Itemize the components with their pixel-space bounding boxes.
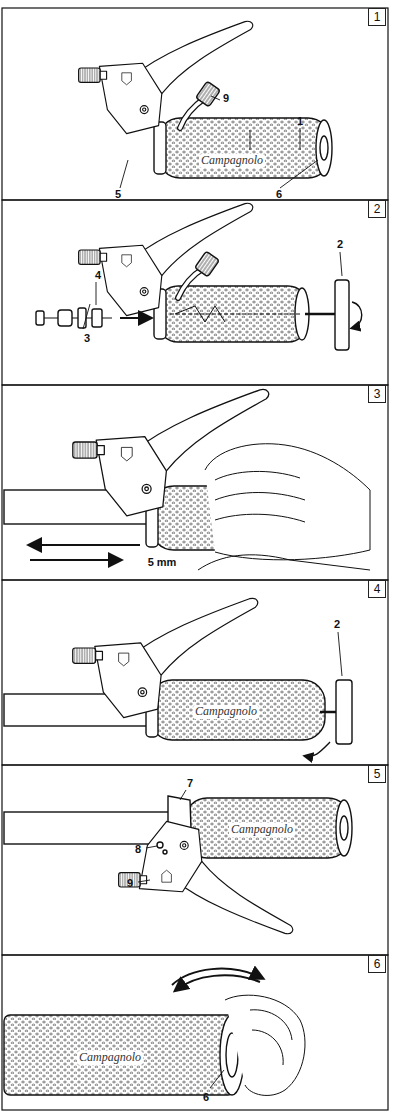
callout-number: 2 xyxy=(334,618,340,630)
step-number: 3 xyxy=(374,388,381,400)
step-number: 6 xyxy=(374,958,381,970)
callout-number: 7 xyxy=(187,777,193,789)
step-number: 2 xyxy=(374,203,381,215)
callout-number: 3 xyxy=(84,332,90,344)
callout-number: 4 xyxy=(95,269,101,281)
brand-text: Campagnolo xyxy=(229,823,295,836)
step-number-box: 5 xyxy=(368,765,386,783)
step-number-box: 6 xyxy=(368,955,386,973)
brand-text: Campagnolo xyxy=(199,154,265,167)
brand-text: Campagnolo xyxy=(77,1051,143,1064)
callout-number: 5 mm xyxy=(148,556,177,568)
callout-number: 8 xyxy=(135,843,141,855)
brand-text: Campagnolo xyxy=(193,705,259,718)
callout-number: 2 xyxy=(337,238,343,250)
step-number: 1 xyxy=(374,11,381,23)
callout-number: 5 xyxy=(115,188,121,200)
step-number-box: 1 xyxy=(368,8,386,26)
step-number: 4 xyxy=(374,583,381,595)
callout-number: 6 xyxy=(276,188,282,200)
callout-number: 6 xyxy=(203,1091,209,1103)
step-number-box: 3 xyxy=(368,385,386,403)
step-number-box: 4 xyxy=(368,580,386,598)
step-number: 5 xyxy=(374,768,381,780)
callout-number: 1 xyxy=(297,115,303,127)
step-number-box: 2 xyxy=(368,200,386,218)
callout-number: 9 xyxy=(223,92,229,104)
callout-number: 9 xyxy=(127,877,133,889)
